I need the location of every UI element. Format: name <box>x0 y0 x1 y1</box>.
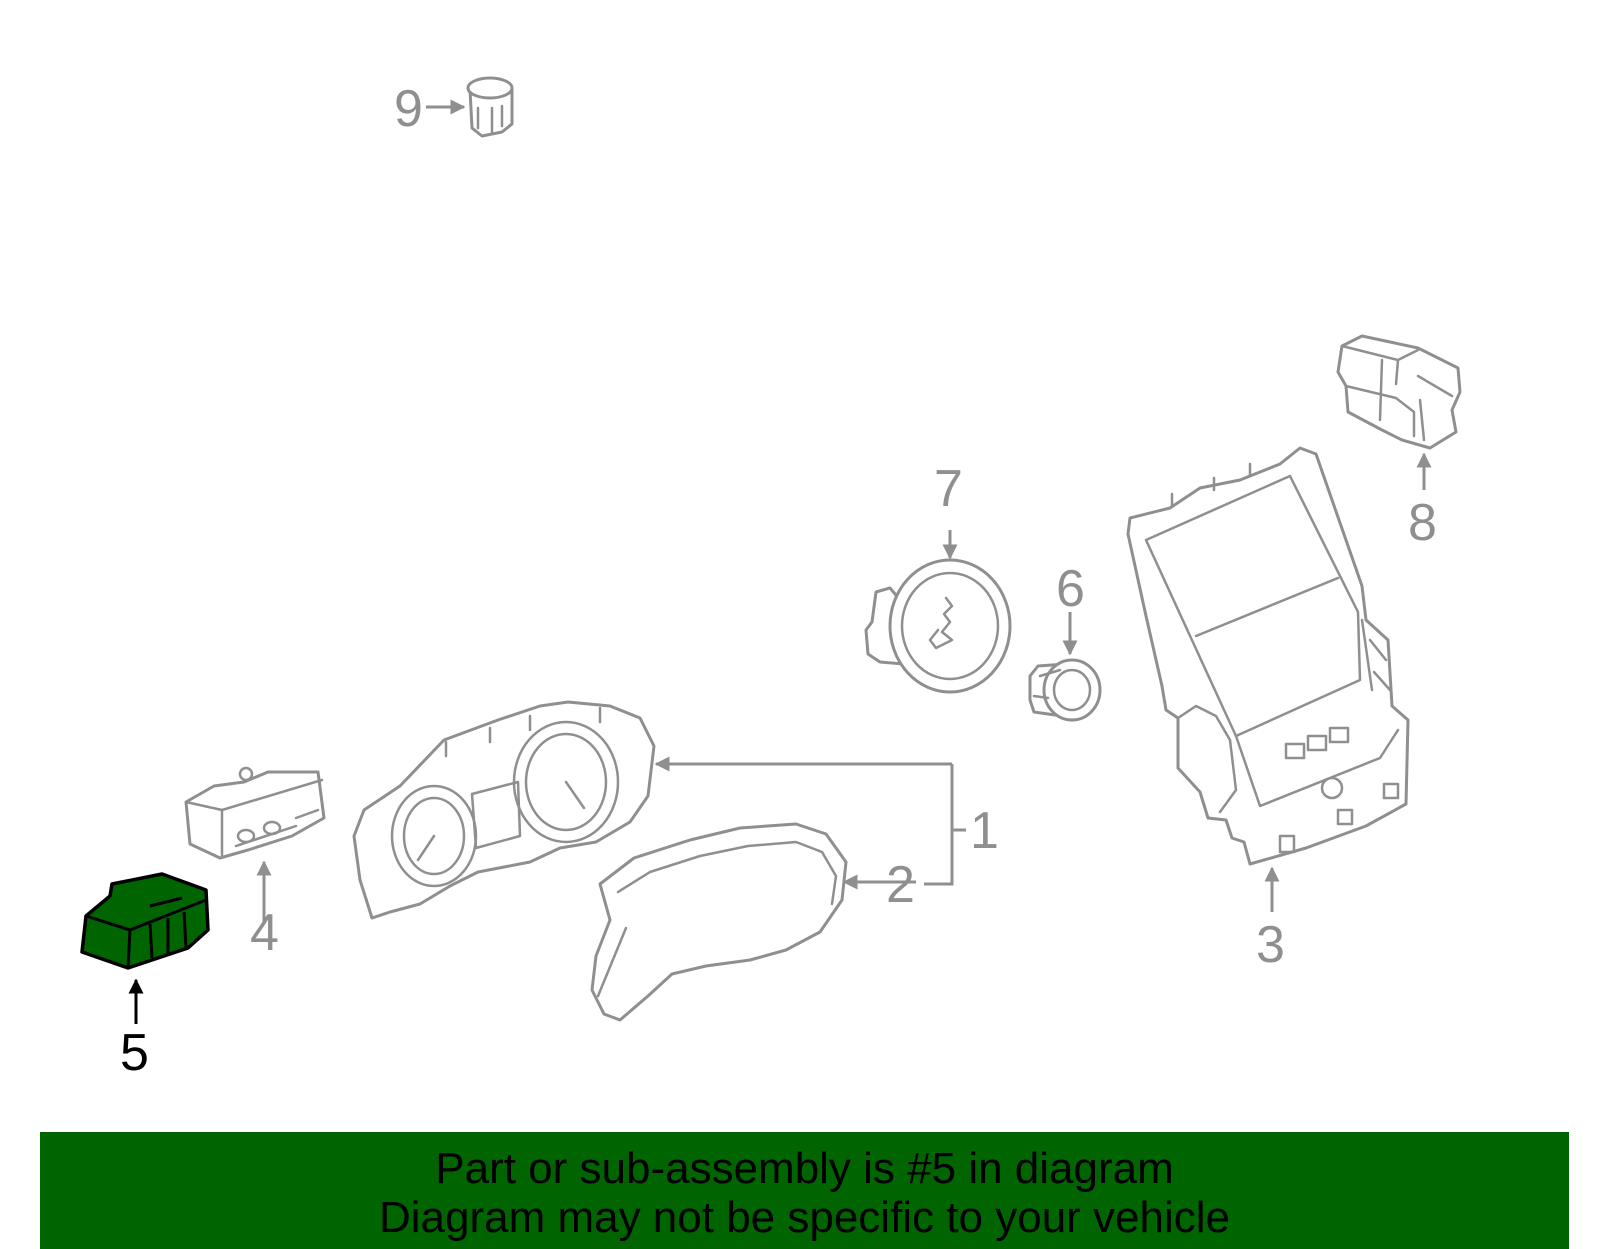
part-6-switch[interactable] <box>1028 658 1102 722</box>
callout-1: 1 <box>970 802 999 860</box>
callout-2: 2 <box>886 856 915 914</box>
callout-4: 4 <box>250 904 279 962</box>
callout-9: 9 <box>394 80 423 138</box>
part-8-switch[interactable] <box>1336 334 1462 450</box>
callout-labels: 9 7 6 8 1 2 3 4 5 <box>120 80 1437 1082</box>
banner-line-1: Part or sub-assembly is #5 in diagram <box>435 1144 1174 1193</box>
callout-5: 5 <box>120 1024 149 1082</box>
part-9-clip[interactable] <box>466 76 514 138</box>
info-banner: Part or sub-assembly is #5 in diagram Di… <box>40 1132 1569 1249</box>
callout-8: 8 <box>1408 494 1437 552</box>
part-3-display-panel[interactable] <box>1126 446 1410 866</box>
leader-lines <box>128 99 1432 1024</box>
part-2-cluster-lens[interactable] <box>590 822 848 1022</box>
part-5-highlighted-switch[interactable] <box>80 872 210 970</box>
part-4-switch[interactable] <box>184 766 326 860</box>
part-7-start-switch[interactable] <box>864 558 1012 694</box>
banner-line-2: Diagram may not be specific to your vehi… <box>378 1193 1231 1242</box>
callout-3: 3 <box>1256 916 1285 974</box>
part-1-instrument-cluster[interactable] <box>352 700 656 920</box>
callout-6: 6 <box>1056 560 1085 618</box>
callout-7: 7 <box>934 460 963 518</box>
